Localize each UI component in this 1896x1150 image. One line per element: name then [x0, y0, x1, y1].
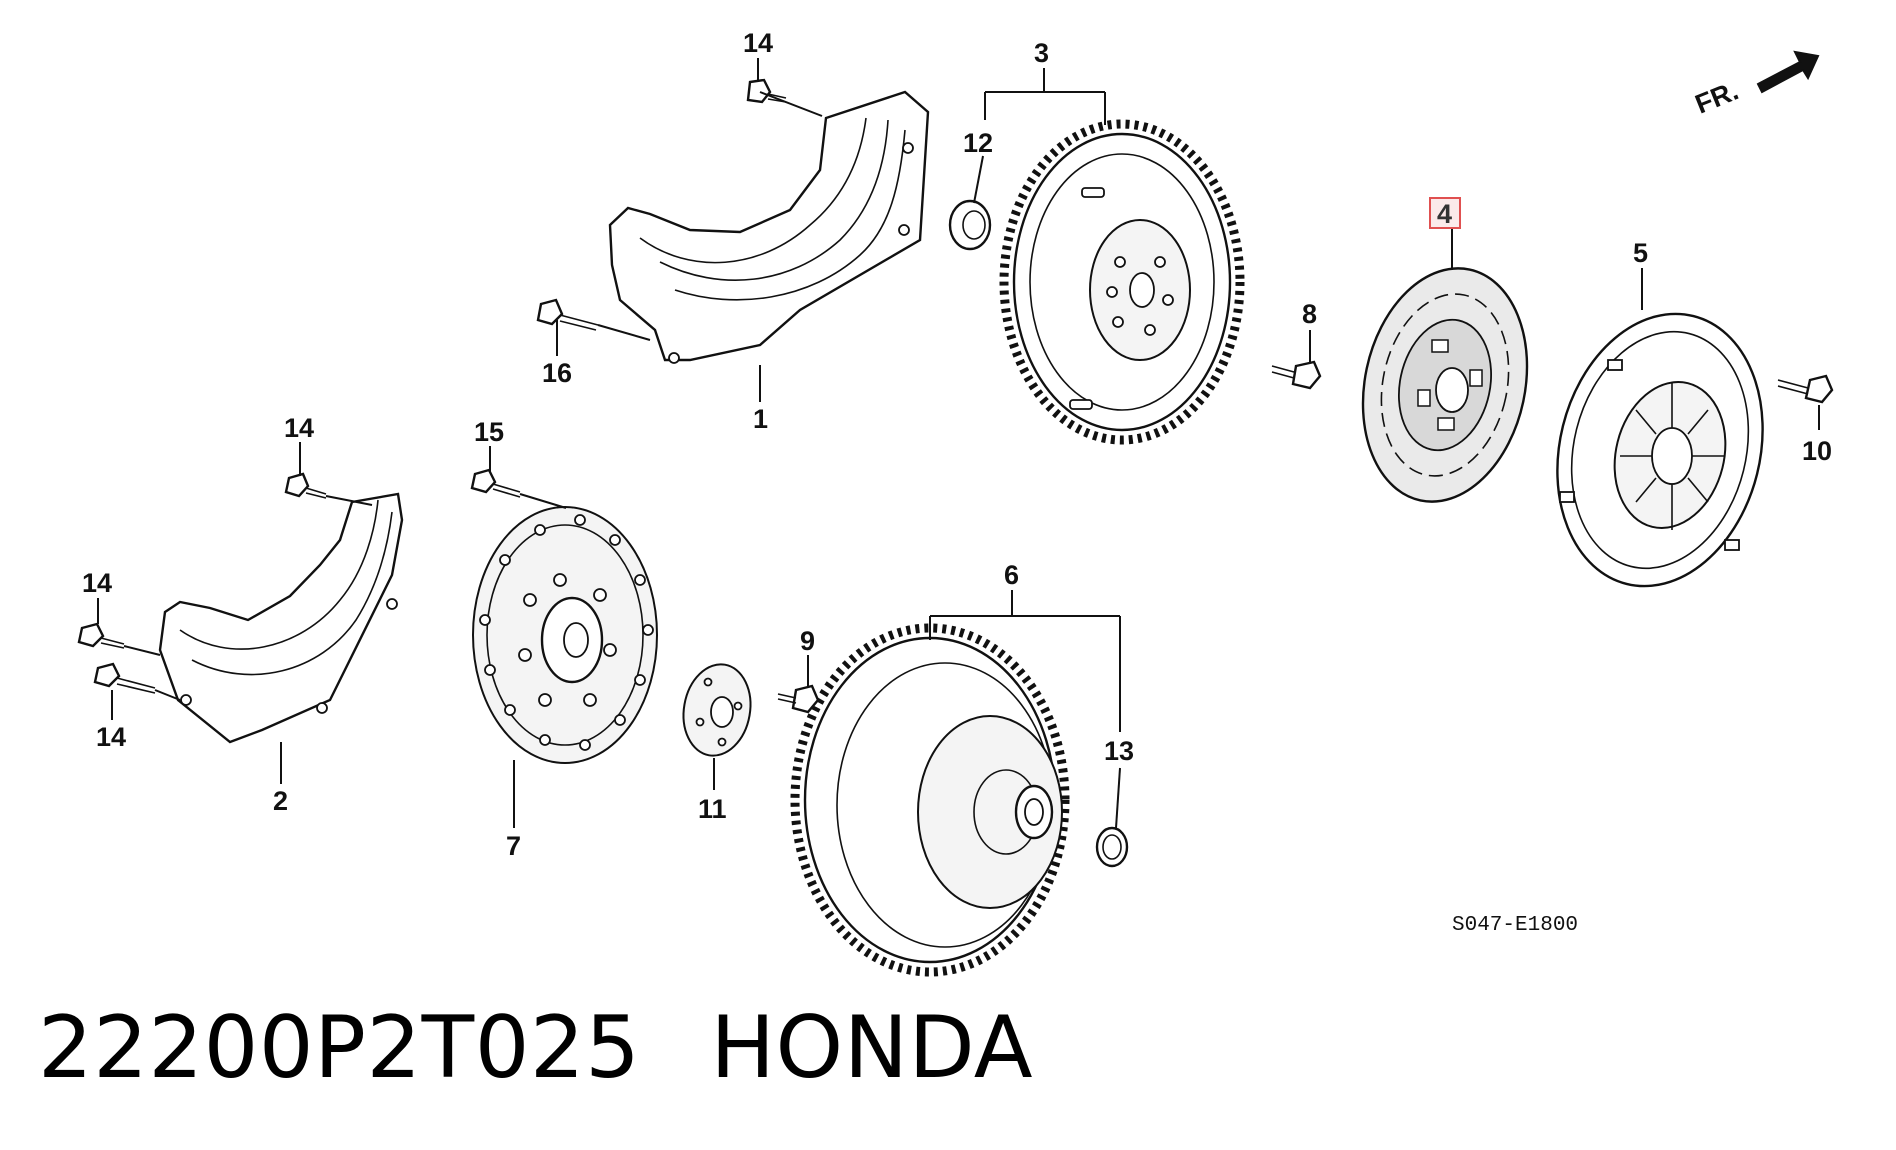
- callout-16: 16: [542, 358, 572, 388]
- bolt-14-left-lower: [93, 662, 156, 694]
- front-label: FR.: [1691, 75, 1743, 119]
- callout-3: 3: [1034, 38, 1049, 68]
- bolt-16: [536, 298, 599, 331]
- part-7-drive-plate: [472, 506, 658, 764]
- callout-9: 9: [800, 626, 815, 656]
- leader-lines: [97, 58, 1820, 829]
- callout-10: 10: [1802, 436, 1832, 466]
- bolt-15: [470, 468, 521, 498]
- callout-labels: 14 3 12 4 5 8 16 1 10 14 15 6 14 9 14 13…: [82, 28, 1832, 861]
- diagram-code: S047-E1800: [1452, 914, 1578, 937]
- bolt-14-top: [746, 78, 787, 104]
- part-11-washer-plate: [682, 663, 752, 757]
- callout-2: 2: [273, 786, 288, 816]
- bolt-10: [1777, 374, 1834, 404]
- bolt-8: [1271, 360, 1322, 390]
- callout-13: 13: [1104, 736, 1134, 766]
- callout-5: 5: [1633, 238, 1648, 268]
- front-direction-indicator: FR.: [1691, 50, 1820, 120]
- callout-15: 15: [474, 417, 504, 447]
- callout-12: 12: [963, 128, 993, 158]
- part-number: 22200P2T025: [38, 998, 641, 1098]
- callout-8: 8: [1302, 299, 1317, 329]
- part-13-seal-ring: [1095, 826, 1129, 868]
- bolt-9: [777, 684, 820, 714]
- part-4-clutch-disc: [1361, 267, 1529, 503]
- callout-14-left-upper: 14: [82, 568, 112, 598]
- part-12-bearing: [948, 199, 992, 251]
- bolt-14-mid: [284, 472, 327, 499]
- highlight-box-4: [1429, 197, 1461, 229]
- callout-6: 6: [1004, 560, 1019, 590]
- part-5-pressure-plate: [1556, 312, 1764, 588]
- callout-14-mid: 14: [284, 413, 314, 443]
- bolt-14-left-upper: [77, 622, 125, 649]
- callout-1: 1: [753, 404, 768, 434]
- part-2-lower-cover: [158, 492, 404, 744]
- callout-4-highlighted: 4: [1437, 199, 1452, 229]
- part-6-torque-converter: [790, 623, 1070, 977]
- part-1-upper-cover: [608, 90, 930, 364]
- part-3-flywheel: [999, 119, 1245, 445]
- callout-11: 11: [698, 794, 727, 824]
- callout-14-left-lower: 14: [96, 722, 126, 752]
- callout-7: 7: [506, 831, 521, 861]
- callout-14-top: 14: [743, 28, 773, 58]
- front-arrow-icon: [1756, 50, 1820, 94]
- brand-name: HONDA: [710, 998, 1034, 1098]
